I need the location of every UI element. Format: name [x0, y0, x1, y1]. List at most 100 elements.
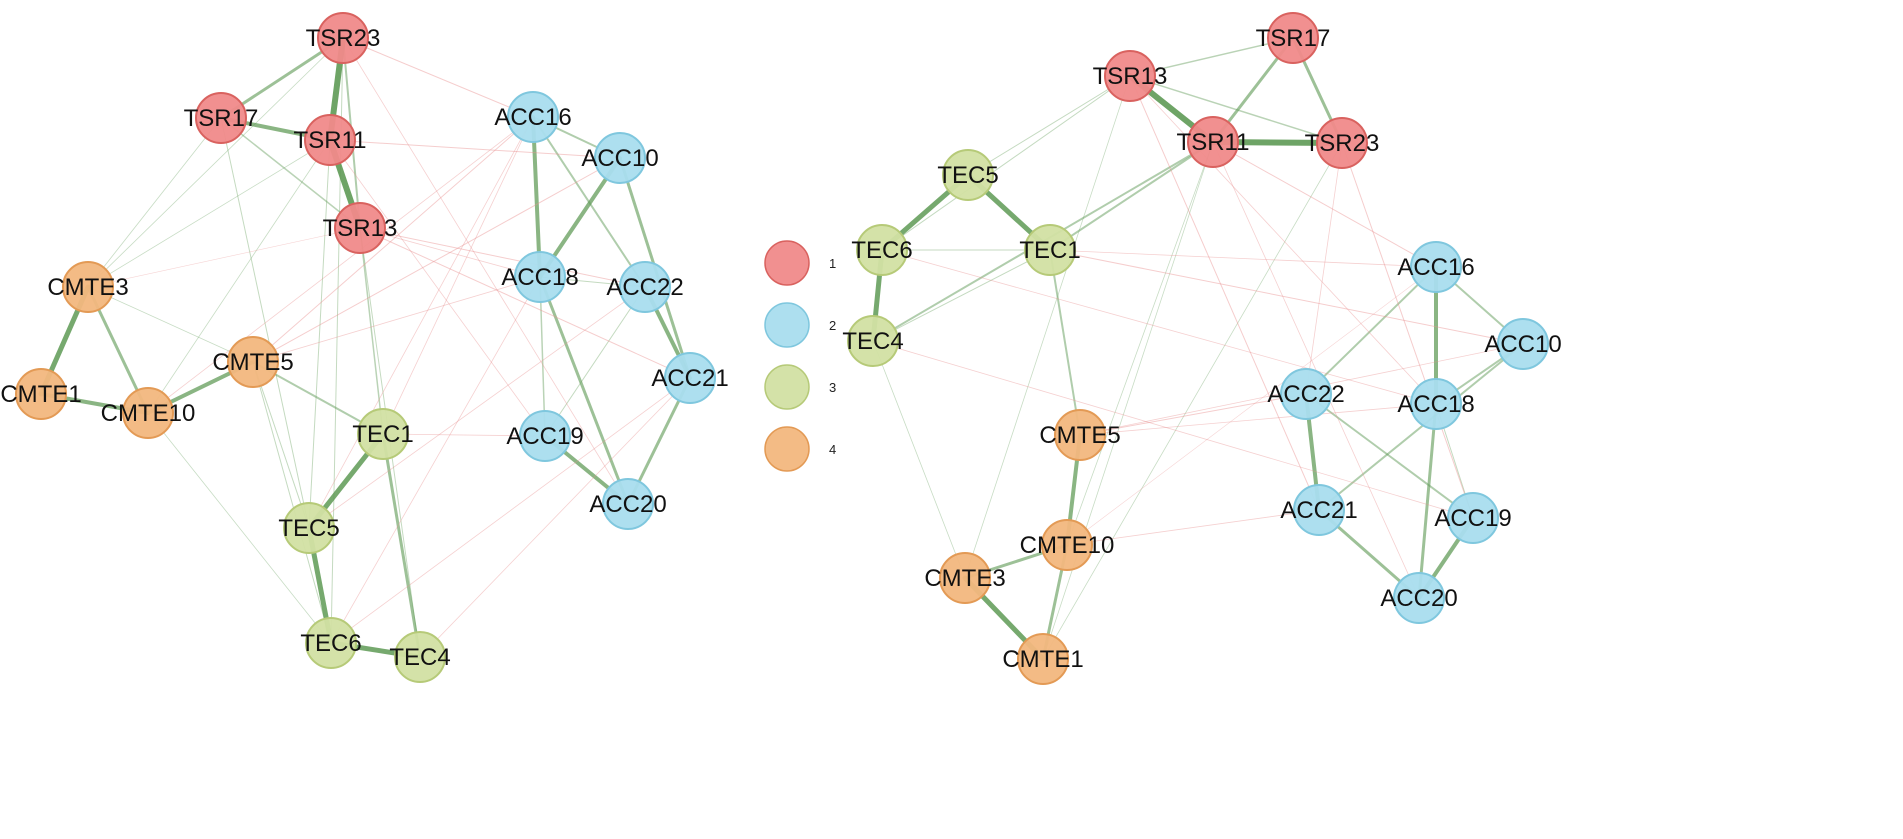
node-label: ACC10 — [581, 145, 658, 172]
node-circle — [1267, 12, 1319, 64]
left-edge-tsr13-tec1 — [359, 227, 384, 435]
node-circle — [1187, 116, 1239, 168]
right-edge-cmte10-tsr11 — [1066, 141, 1214, 546]
node-circle — [62, 261, 114, 313]
left-node-acc20: ACC20 — [589, 478, 667, 530]
left-node-tec4: TEC4 — [389, 631, 451, 683]
right-node-acc10: ACC10 — [1484, 318, 1562, 370]
legend-swatch — [764, 426, 810, 472]
node-circle — [283, 502, 335, 554]
left-edge-tec6-acc21 — [330, 377, 691, 644]
left-node-tec1: TEC1 — [352, 408, 414, 460]
left-node-acc10: ACC10 — [581, 132, 659, 184]
left-edge-tsr17-tec5 — [220, 117, 310, 529]
node-circle — [15, 368, 67, 420]
node-circle — [227, 336, 279, 388]
node-label: ACC16 — [1397, 254, 1474, 281]
right-edge-tec6-tsr13 — [881, 75, 1131, 251]
left-edge-cmte5-acc10 — [252, 157, 621, 363]
node-circle — [1316, 117, 1368, 169]
node-label: TEC5 — [937, 162, 998, 189]
right-edge-tsr13-tsr23 — [1129, 75, 1343, 144]
left-edge-acc16-acc22 — [532, 116, 646, 288]
left-edge-tsr11-cmte10 — [147, 139, 331, 414]
left-node-cmte5: CMTE5 — [212, 336, 294, 388]
node-circle — [1393, 572, 1445, 624]
right-edge-cmte3-tsr13 — [964, 75, 1131, 579]
left-node-cmte3: CMTE3 — [47, 261, 129, 313]
node-label: TEC6 — [851, 237, 912, 264]
left-edge-cmte5-tec5 — [252, 361, 310, 529]
left-edge-tsr23-acc20 — [342, 37, 629, 505]
node-label: TSR23 — [1305, 130, 1380, 157]
legend-label: 3 — [829, 380, 836, 395]
right-edge-tec4-acc19 — [872, 340, 1474, 519]
left-node-acc18: ACC18 — [501, 251, 579, 303]
node-circle — [514, 251, 566, 303]
legend-item-3: 3 — [764, 364, 836, 410]
node-circle — [1017, 633, 1069, 685]
node-circle — [305, 617, 357, 669]
legend-label: 2 — [829, 318, 836, 333]
legend-swatch — [764, 240, 810, 286]
left-edge-tsr11-tec5 — [308, 139, 331, 529]
right-node-cmte3: CMTE3 — [924, 552, 1006, 604]
node-circle — [195, 92, 247, 144]
left-edge-tec1-tec4 — [381, 432, 422, 659]
right-node-tsr11: TSR11 — [1177, 116, 1249, 168]
left-node-tsr17: TSR17 — [184, 92, 258, 144]
left-edge-tec5-acc22 — [308, 286, 646, 529]
right-edge-tsr13-acc21 — [1129, 75, 1320, 511]
node-circle — [847, 315, 899, 367]
node-label: ACC22 — [1267, 381, 1344, 408]
left-edge-cmte5-acc18 — [252, 276, 541, 363]
right-edge-tec5-tsr13 — [967, 75, 1131, 176]
node-circle — [334, 202, 386, 254]
node-label: ACC21 — [651, 365, 728, 392]
node-circle — [1497, 318, 1549, 370]
node-circle — [1024, 224, 1076, 276]
node-label: TEC6 — [300, 630, 361, 657]
node-label: CMTE10 — [101, 400, 196, 427]
right-edge-tec4-tec1 — [872, 249, 1051, 342]
left-edge-tsr23-cmte3 — [87, 37, 344, 288]
node-label: TEC1 — [352, 421, 413, 448]
node-circle — [1104, 50, 1156, 102]
left-edge-tsr11-acc19 — [329, 139, 546, 437]
left-edge-tsr13-acc18 — [359, 227, 541, 278]
node-circle — [1410, 378, 1462, 430]
left-node-acc16: ACC16 — [494, 91, 572, 143]
left-edge-tec4-acc21 — [419, 377, 691, 658]
right-edge-tec6-acc18 — [881, 249, 1437, 405]
right-edge-cmte10-acc21 — [1066, 509, 1320, 546]
left-node-cmte10: CMTE10 — [101, 387, 196, 439]
left-edge-acc18-acc19 — [539, 276, 546, 437]
right-edge-cmte1-tsr23 — [1042, 142, 1343, 660]
node-circle — [304, 114, 356, 166]
right-node-tec4: TEC4 — [842, 315, 904, 367]
left-edge-tsr23-acc16 — [342, 37, 534, 118]
legend-item-1: 1 — [764, 240, 836, 286]
left-edge-tec1-acc16 — [382, 116, 534, 435]
node-circle — [357, 408, 409, 460]
left-edge-cmte5-acc16 — [252, 116, 534, 363]
left-edge-tsr17-cmte3 — [87, 117, 222, 288]
node-circle — [394, 631, 446, 683]
legend-swatch — [764, 364, 810, 410]
node-circle — [1293, 484, 1345, 536]
node-circle — [602, 478, 654, 530]
node-circle — [619, 261, 671, 313]
node-label: CMTE3 — [924, 565, 1005, 592]
right-edge-cmte5-acc22 — [1079, 393, 1307, 436]
left-node-tsr11: TSR11 — [294, 114, 366, 166]
right-edge-tec1-cmte5 — [1049, 249, 1081, 436]
node-label: TEC4 — [389, 644, 450, 671]
left-edge-cmte5-tec6 — [252, 361, 332, 644]
left-edge-tsr11-cmte3 — [87, 139, 331, 288]
node-label: ACC18 — [1397, 391, 1474, 418]
